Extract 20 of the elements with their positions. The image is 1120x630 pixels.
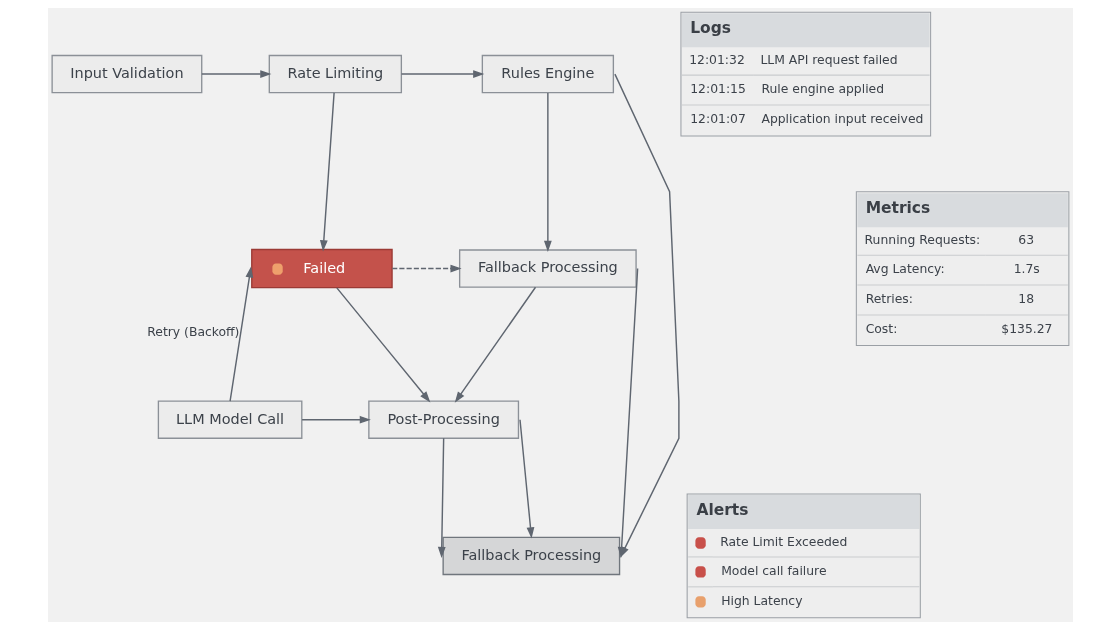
edge-label: Retry (Backoff) <box>146 324 239 339</box>
node-box: Rate Limiting <box>268 54 402 94</box>
node-box: Failed <box>250 248 393 289</box>
arrow <box>228 266 253 402</box>
node-box: LLM Model Call <box>157 400 302 439</box>
arrow <box>335 287 430 403</box>
arrow <box>200 70 271 78</box>
arrow <box>518 419 534 539</box>
arrow <box>319 92 335 252</box>
arrow <box>454 286 536 403</box>
node-box: Input Validation <box>50 54 202 94</box>
arrow <box>437 437 446 559</box>
node-box: Post-Processing <box>367 400 519 439</box>
arrow <box>543 92 552 252</box>
node-box: Fallback Processing <box>458 249 637 288</box>
arrow <box>400 70 484 78</box>
node-box: Rules Engine <box>481 54 614 94</box>
arrow <box>300 415 371 424</box>
arrow <box>391 264 462 273</box>
node-box: Fallback Processing <box>441 536 620 576</box>
